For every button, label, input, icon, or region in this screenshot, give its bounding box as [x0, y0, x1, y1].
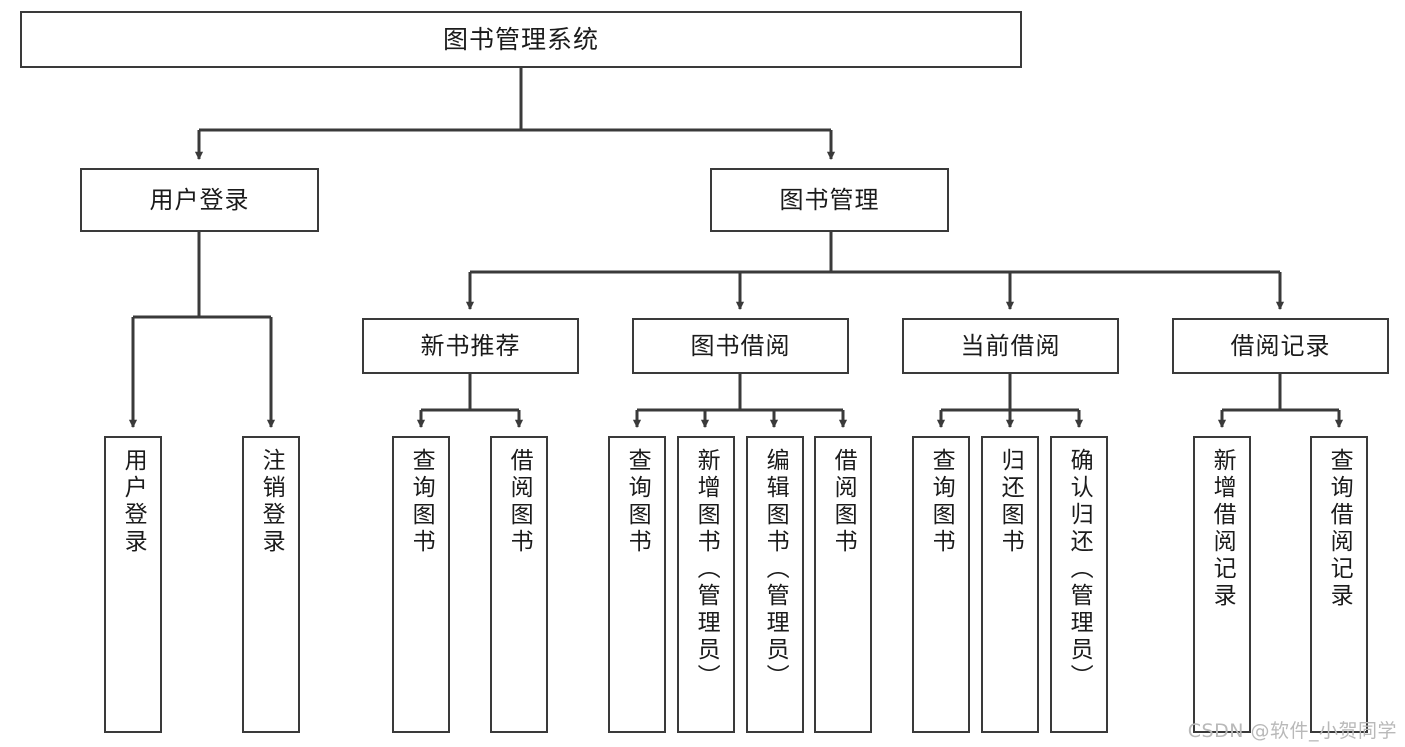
node-label: 注销登录 — [258, 448, 285, 556]
node-leaf-borrow-book-2[interactable]: 借阅图书 — [814, 436, 872, 733]
node-label: 图书借阅 — [690, 331, 791, 360]
node-book-borrow[interactable]: 图书借阅 — [632, 318, 849, 374]
node-label: 编辑图书（管理员） — [762, 448, 789, 691]
node-leaf-confirm-return[interactable]: 确认归还（管理员） — [1050, 436, 1108, 733]
node-leaf-edit-book[interactable]: 编辑图书（管理员） — [746, 436, 804, 733]
node-label: 用户登录 — [149, 185, 250, 214]
node-label: 查询借阅记录 — [1326, 448, 1353, 610]
node-label: 借阅图书 — [830, 448, 857, 556]
node-current-borrow[interactable]: 当前借阅 — [902, 318, 1119, 374]
node-label: 新增借阅记录 — [1209, 448, 1236, 610]
node-label: 图书管理系统 — [442, 24, 599, 54]
node-leaf-query-record[interactable]: 查询借阅记录 — [1310, 436, 1368, 733]
node-leaf-return-book[interactable]: 归还图书 — [981, 436, 1039, 733]
node-leaf-query-book-2[interactable]: 查询图书 — [608, 436, 666, 733]
node-label: 查询图书 — [408, 448, 435, 556]
node-label: 归还图书 — [997, 448, 1024, 556]
node-leaf-logout[interactable]: 注销登录 — [242, 436, 300, 733]
node-leaf-add-record[interactable]: 新增借阅记录 — [1193, 436, 1251, 733]
node-label: 新增图书（管理员） — [693, 448, 720, 691]
node-leaf-user-login[interactable]: 用户登录 — [104, 436, 162, 733]
node-label: 当前借阅 — [960, 331, 1061, 360]
node-leaf-query-book-3[interactable]: 查询图书 — [912, 436, 970, 733]
node-leaf-query-book-1[interactable]: 查询图书 — [392, 436, 450, 733]
node-borrow-record[interactable]: 借阅记录 — [1172, 318, 1389, 374]
node-leaf-borrow-book-1[interactable]: 借阅图书 — [490, 436, 548, 733]
watermark-text: CSDN @软件_小贺同学 — [1187, 720, 1397, 742]
node-root[interactable]: 图书管理系统 — [20, 11, 1022, 68]
node-label: 借阅记录 — [1230, 331, 1331, 360]
node-new-book-rec[interactable]: 新书推荐 — [362, 318, 579, 374]
node-label: 用户登录 — [120, 448, 147, 556]
node-label: 查询图书 — [928, 448, 955, 556]
node-user-login[interactable]: 用户登录 — [80, 168, 319, 232]
node-label: 借阅图书 — [506, 448, 533, 556]
node-label: 确认归还（管理员） — [1066, 448, 1093, 691]
node-label: 查询图书 — [624, 448, 651, 556]
node-leaf-add-book[interactable]: 新增图书（管理员） — [677, 436, 735, 733]
node-book-manage[interactable]: 图书管理 — [710, 168, 949, 232]
node-label: 新书推荐 — [420, 331, 521, 360]
node-label: 图书管理 — [779, 185, 880, 214]
